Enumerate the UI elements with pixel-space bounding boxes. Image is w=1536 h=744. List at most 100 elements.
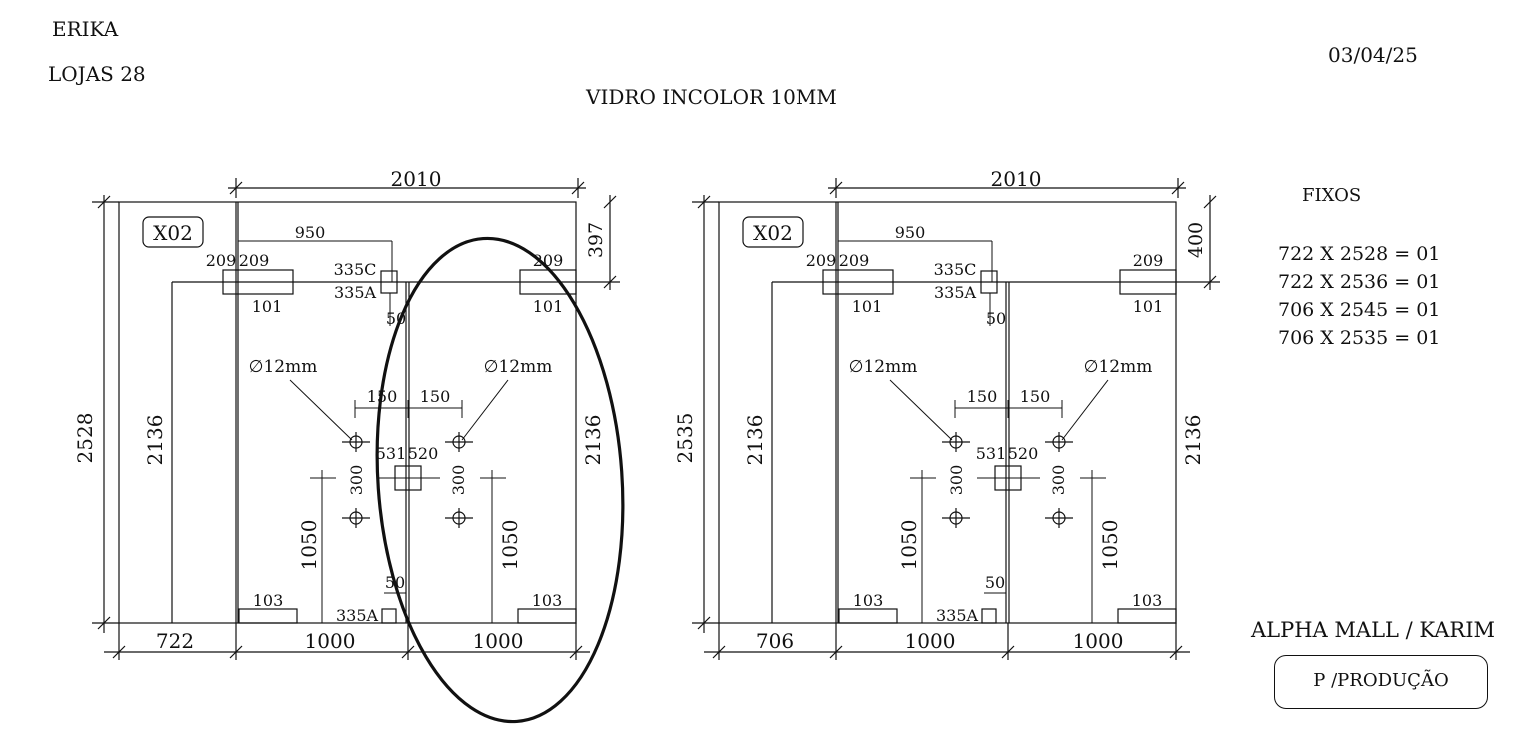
dimension-tick	[569, 645, 583, 659]
patch-top-right-code-label: 101	[533, 297, 564, 316]
dimension-tick	[1169, 645, 1183, 659]
handle-height-right-label: 1050	[498, 520, 522, 571]
fixed-width-label: 706	[756, 629, 794, 653]
handle-spacing-right-label: 300	[1049, 465, 1068, 496]
fixos-title: FIXOS	[1302, 185, 1362, 206]
door-width-left-label: 1000	[305, 629, 356, 653]
dimension-tick	[1171, 181, 1185, 195]
lock-top-c-label: 335C	[334, 260, 377, 279]
right-height-label: 2136	[1181, 415, 1205, 466]
lock-right-label: 520	[408, 444, 439, 463]
lock-top-a-label: 335A	[334, 283, 377, 302]
top-lock	[380, 270, 398, 294]
bottom-patch-right-label: 103	[1132, 591, 1163, 610]
bottom-patch-left-label: 103	[253, 591, 284, 610]
leader-line	[461, 379, 509, 441]
drawing-date: 03/04/25	[1328, 43, 1418, 67]
client-name: ERIKA	[52, 17, 119, 41]
tag-box	[742, 216, 804, 248]
handle-spacing-right-label: 300	[449, 465, 468, 496]
tag-label: X02	[753, 221, 793, 245]
fixo-item: 706 X 2545 = 01	[1278, 299, 1441, 321]
hinge-dim-label: 950	[895, 223, 926, 242]
overall-height-label: 2528	[73, 413, 97, 464]
handle-height-left-label: 1050	[897, 520, 921, 571]
dimension-tick	[1203, 275, 1217, 289]
handle-spacing-left-label: 300	[347, 465, 366, 496]
dimension-tick	[603, 195, 617, 209]
dimension-tick	[603, 275, 617, 289]
production-stamp: P /PRODUÇÃO	[1274, 655, 1488, 709]
patch-top-left-a-label: 209	[206, 251, 237, 270]
door-width-right-label: 1000	[1073, 629, 1124, 653]
handle-spacing-left-label: 300	[947, 465, 966, 496]
project-name: ALPHA MALL / KARIM	[1251, 618, 1495, 642]
dimension-tick	[571, 181, 585, 195]
bottom-right-patch	[1117, 608, 1177, 624]
patch-top-left-b-label: 209	[239, 251, 270, 270]
dimension-tick	[229, 645, 243, 659]
lock-left-label: 531	[976, 444, 1007, 463]
overall-width-label: 2010	[391, 167, 442, 191]
bottom-patch-left-label: 103	[853, 591, 884, 610]
handle-height-right-label: 1050	[1098, 520, 1122, 571]
bottom-gap-label: 50	[985, 573, 1005, 592]
dimension-tick	[1203, 195, 1217, 209]
dimension-tick	[697, 616, 711, 630]
hole-right-label: ∅12mm	[484, 357, 553, 377]
highlight-circle	[375, 236, 625, 724]
top-left-patch	[822, 269, 894, 295]
top-offset-label: 400	[1185, 222, 1207, 258]
dimension-tick	[829, 645, 843, 659]
patch-top-left-b-label: 209	[839, 251, 870, 270]
fixed-width-label: 722	[156, 629, 194, 653]
door-width-right-label: 1000	[473, 629, 524, 653]
hole-right-label: ∅12mm	[1084, 357, 1153, 377]
overall-height-label: 2535	[673, 413, 697, 464]
store-number: LOJAS 28	[48, 62, 146, 86]
bottom-left-patch	[238, 608, 298, 624]
fixed-height-label: 2136	[143, 415, 167, 466]
lock-top-gap-label: 50	[986, 309, 1006, 328]
fixo-item: 722 X 2528 = 01	[1278, 243, 1441, 265]
lock-right-label: 520	[1008, 444, 1039, 463]
tag-label: X02	[153, 221, 193, 245]
patch-top-right-label: 209	[533, 251, 564, 270]
handle-offset-right-label: 150	[420, 387, 451, 406]
lock-top-c-label: 335C	[934, 260, 977, 279]
handle-offset-left-label: 150	[967, 387, 998, 406]
handle-height-left-label: 1050	[297, 520, 321, 571]
overall-width-label: 2010	[991, 167, 1042, 191]
lock-top-a-label: 335A	[934, 283, 977, 302]
bottom-lock-label: 335A	[336, 606, 379, 625]
patch-top-left-code-label: 101	[852, 297, 883, 316]
patch-top-right-label: 209	[1133, 251, 1164, 270]
fixo-item: 722 X 2536 = 01	[1278, 271, 1441, 293]
hinge-dim-label: 950	[295, 223, 326, 242]
bottom-lock	[981, 608, 997, 624]
fixo-item: 706 X 2535 = 01	[1278, 327, 1441, 349]
bottom-patch-right-label: 103	[532, 591, 563, 610]
dimension-tick	[712, 645, 726, 659]
door-width-left-label: 1000	[905, 629, 956, 653]
top-left-patch	[222, 269, 294, 295]
fixed-height-label: 2136	[743, 415, 767, 466]
dimension-tick	[1001, 645, 1015, 659]
dimension-tick	[401, 645, 415, 659]
patch-top-left-code-label: 101	[252, 297, 283, 316]
patch-top-left-a-label: 209	[806, 251, 837, 270]
hole-left-label: ∅12mm	[249, 357, 318, 377]
dimension-tick	[112, 645, 126, 659]
bottom-left-patch	[838, 608, 898, 624]
hole-left-label: ∅12mm	[849, 357, 918, 377]
leader-line	[889, 379, 953, 441]
glass-spec: VIDRO INCOLOR 10MM	[586, 85, 837, 109]
handle-offset-right-label: 150	[1020, 387, 1051, 406]
dimension-tick	[97, 195, 111, 209]
top-offset-label: 397	[585, 222, 607, 258]
bottom-lock-label: 335A	[936, 606, 979, 625]
lock-left-label: 531	[376, 444, 407, 463]
top-lock	[980, 270, 998, 294]
